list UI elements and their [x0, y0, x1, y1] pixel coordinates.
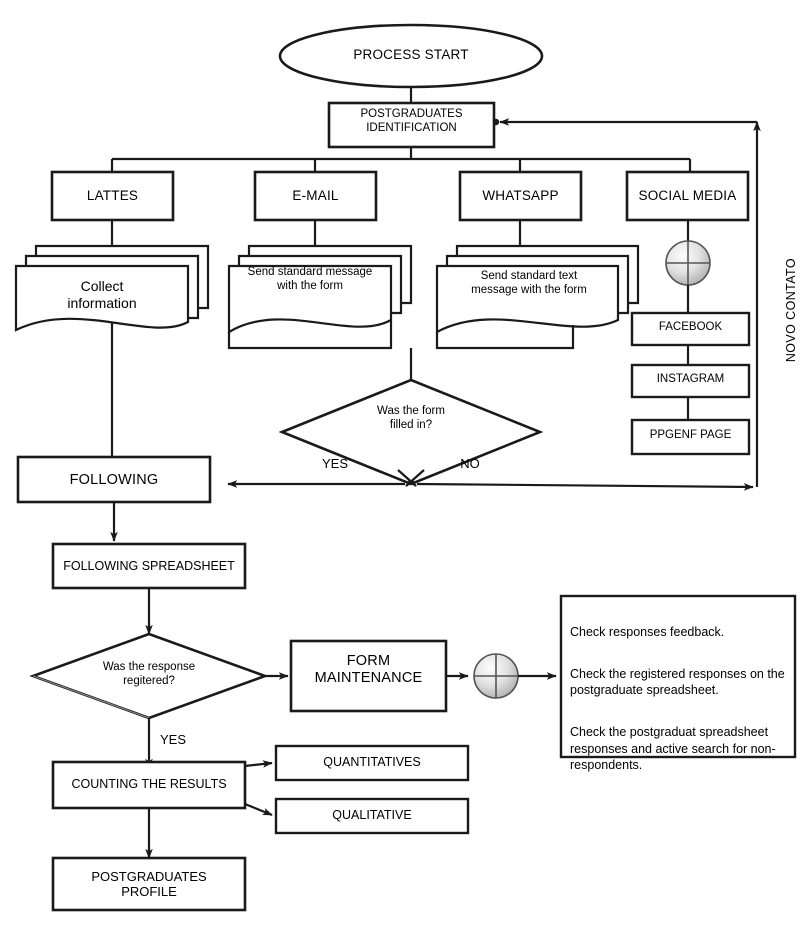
- result-box-quantitatives-shape: [274, 744, 470, 782]
- multidocument-collect-information-shape: [14, 244, 210, 332]
- channel-box-social-media-shape: [625, 170, 750, 222]
- multidocument-send-email-message-shape: [227, 244, 413, 350]
- decision-response-registered-shape: [29, 632, 269, 720]
- postgraduates-profile-box-shape: [51, 856, 247, 912]
- counting-results-box-shape: [51, 760, 247, 810]
- social-page-facebook-shape: [630, 311, 751, 347]
- connector-form-maintenance-shape: [473, 653, 519, 699]
- social-page-instagram-shape: [630, 363, 751, 399]
- channel-box-lattes-shape: [50, 170, 175, 222]
- form-maintenance-box-shape: [289, 639, 448, 713]
- connector-social-media-shape: [665, 240, 711, 286]
- channel-box-whatsapp-shape: [458, 170, 583, 222]
- note-box-shape: [559, 594, 797, 759]
- social-page-ppgenf-shape: [630, 418, 751, 456]
- multidocument-send-text-message-shape: [435, 244, 640, 350]
- identification-box-shape: [327, 101, 496, 149]
- following-spreadsheet-box-shape: [51, 542, 247, 590]
- decision-form-filled-shape: [278, 378, 544, 486]
- result-box-qualitative-shape: [274, 797, 470, 835]
- start-ellipse-shape: [278, 23, 544, 89]
- channel-box-email-shape: [253, 170, 378, 222]
- following-box-shape: [16, 455, 212, 504]
- return-path-label: NOVO CONTATO: [784, 258, 798, 363]
